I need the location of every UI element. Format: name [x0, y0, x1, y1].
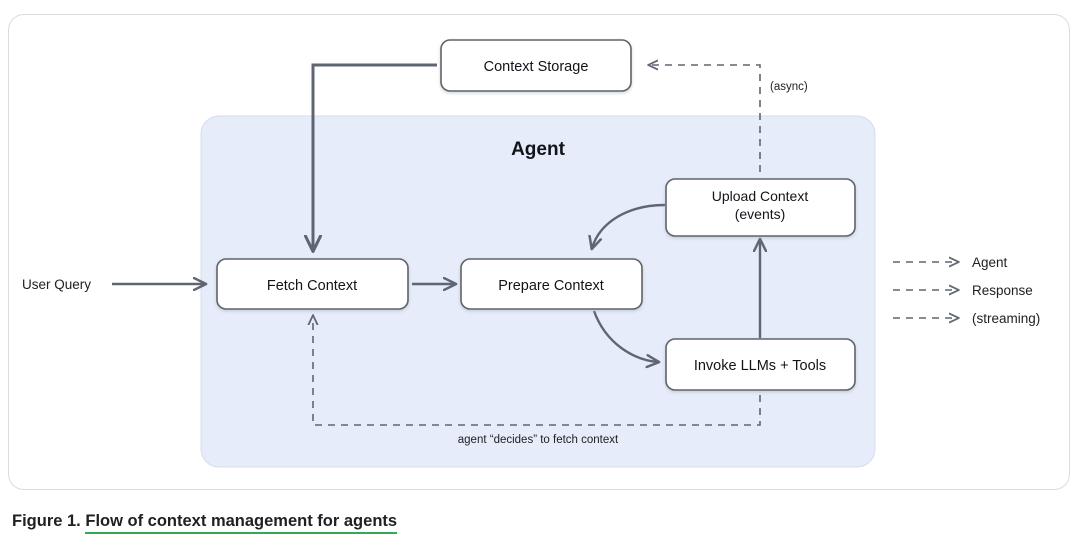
- context-management-flow-diagram: Agent User Query (async) agent “decides”…: [22, 39, 1040, 468]
- node-upload-context[interactable]: [665, 178, 856, 237]
- legend-item-streaming: (streaming): [893, 311, 1040, 326]
- legend-item-response: Response: [893, 283, 1033, 298]
- edge-label-async: (async): [770, 81, 808, 93]
- edge-prepare-to-invoke: [592, 310, 658, 362]
- edge-user-query: User Query: [22, 277, 205, 292]
- node-prepare-context[interactable]: [460, 258, 643, 310]
- edge-invoke-to-fetch-dashed: agent “decides” to fetch context: [313, 316, 761, 446]
- agent-panel-title: Agent: [511, 139, 566, 160]
- edge-upload-to-storage-async: (async): [649, 65, 808, 172]
- caption-link[interactable]: Flow of context management for agents: [85, 512, 398, 534]
- node-context-storage[interactable]: [440, 39, 632, 92]
- edge-label-user-query: User Query: [22, 277, 91, 292]
- legend-label-agent: Agent: [972, 255, 1008, 270]
- legend-item-agent: Agent: [893, 255, 1008, 270]
- node-label-invoke-llms: Invoke LLMs + Tools: [694, 358, 826, 374]
- legend-label-response: Response: [972, 283, 1033, 298]
- node-label-context-storage: Context Storage: [484, 59, 589, 75]
- node-label-prepare-context: Prepare Context: [498, 278, 604, 294]
- edge-context-storage-to-fetch: [313, 63, 437, 250]
- node-fetch-context[interactable]: [216, 258, 409, 310]
- edge-upload-to-prepare: [592, 203, 666, 248]
- edge-label-agent-decides: agent “decides” to fetch context: [458, 434, 619, 446]
- figure-caption: Figure 1. Flow of context management for…: [12, 512, 398, 534]
- node-label-upload-context-sub: (events): [735, 206, 786, 222]
- node-label-fetch-context: Fetch Context: [267, 278, 357, 294]
- legend-label-streaming: (streaming): [972, 311, 1040, 326]
- node-invoke-llms[interactable]: [665, 338, 856, 391]
- legend-agent-response-streaming: Agent Response (streaming): [893, 255, 1040, 326]
- caption-prefix: Figure 1.: [12, 512, 81, 530]
- node-label-upload-context: Upload Context: [712, 188, 809, 204]
